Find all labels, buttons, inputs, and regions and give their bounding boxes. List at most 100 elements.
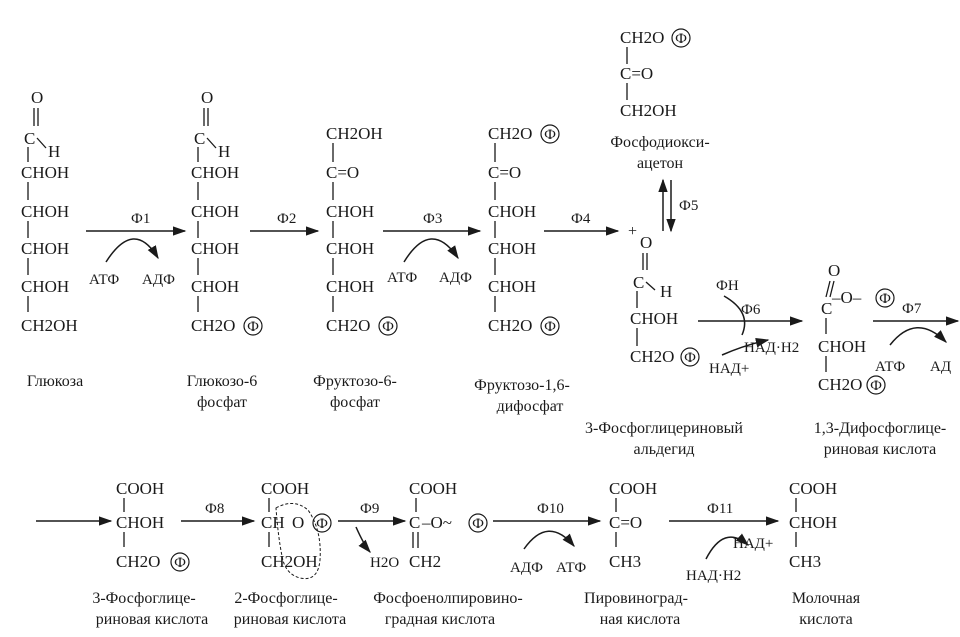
f16bp-caption-2: дифосфат [497, 398, 564, 415]
f16bp-row-2: CHOH [488, 202, 536, 221]
bpg-ester: –O– [831, 288, 862, 307]
g3p-c: C [633, 273, 644, 292]
lac-structure: COOH CHOH CH3 Молочная кислота [789, 479, 861, 628]
glucose-caption-1: Глюкоза [27, 373, 83, 390]
step-7: Ф7 АТФ АД [873, 301, 960, 375]
pep-caption-2: градная кислота [385, 611, 495, 628]
f16bp-phosphate-2: Ф [544, 319, 556, 335]
pep-caption-1: Фосфоенолпировино- [373, 590, 522, 607]
pg3-row-0: COOH [116, 479, 164, 498]
enzyme-f8: Ф8 [205, 501, 224, 517]
dhap-structure: CH2O Ф C=O CH2OH Фосфодиокси- ацетон [610, 28, 709, 172]
f6p-row-1: C=O [326, 163, 359, 182]
g6p-caption-2: фосфат [197, 394, 247, 411]
pg3-structure: COOH CHOH CH2O Ф 3-Фосфоглице- риновая к… [92, 479, 208, 628]
g6p-row-5: CH2O [191, 316, 235, 335]
dhap-row-0: CH2O [620, 28, 664, 47]
glucose-row-4: CHOH [21, 277, 69, 296]
glucose-h: H [48, 142, 60, 161]
step-9: Ф9 H2O [338, 501, 407, 571]
g3p-phosphate-circle [680, 347, 700, 367]
pg3-row-1: CHOH [116, 513, 164, 532]
f16bp-phosphate-2-circle [540, 316, 560, 336]
pep-row-2: CH2 [409, 552, 441, 571]
bpg-phosphate-1-circle [875, 288, 895, 308]
water-label: H2O [370, 555, 399, 571]
enzyme-f7: Ф7 [902, 301, 922, 317]
g6p-c: C [194, 129, 205, 148]
atp-10: АТФ [556, 560, 586, 576]
enzyme-f10: Ф10 [537, 501, 564, 517]
nad-f11: НАД+ [733, 536, 773, 552]
bpg-o: O [828, 261, 840, 280]
atp-1: АТФ [89, 272, 119, 288]
step-6: Ф6 ФН НАД·Н2 НАД+ [698, 278, 804, 377]
g3p-row-1: CHOH [630, 309, 678, 328]
atp-3: АТФ [387, 270, 417, 286]
f6p-row-4: CHOH [326, 277, 374, 296]
lac-caption-1: Молочная [792, 590, 861, 607]
pg2-phosphate: Ф [316, 516, 328, 532]
enzyme-f3: Ф3 [423, 211, 442, 227]
g6p-row-2: CHOH [191, 202, 239, 221]
f6p-caption-1: Фруктозо-6- [313, 373, 397, 390]
bpg-double-bond [825, 280, 831, 298]
bpg-structure: O C –O– Ф CHOH CH2O Ф 1,3-Дифосфоглице- … [814, 261, 947, 458]
step-10: Ф10 АДФ АТФ [493, 501, 602, 576]
f16bp-row-1: C=O [488, 163, 521, 182]
step-3: Ф3 АТФ АДФ [383, 211, 482, 286]
g6p-caption-1: Глюкозо-6 [187, 373, 258, 390]
f16bp-structure: CH2O Ф C=O CHOH CHOH CHOH CH2O Ф Фруктоз… [474, 124, 570, 415]
bpg-row-0: C [821, 299, 832, 318]
step-8: Ф8 [181, 501, 256, 526]
glucose-row-5: CH2OH [21, 316, 78, 335]
pg2-row-2: CH2OH [261, 552, 318, 571]
f6p-structure: CH2OH C=O CHOH CHOH CHOH CH2O Ф Фруктозо… [313, 124, 398, 411]
glucose-o: O [31, 88, 43, 107]
step-5: Ф5 [658, 178, 698, 233]
pep-c: C [409, 513, 420, 532]
f16bp-row-4: CHOH [488, 277, 536, 296]
glucose-row-3: CHOH [21, 239, 69, 258]
g3p-caption-1: 3-Фосфоглицериновый [585, 420, 743, 437]
g6p-phosphate: Ф [247, 319, 259, 335]
bpg-phosphate-1: Ф [879, 291, 891, 307]
f16bp-row-5: CH2O [488, 316, 532, 335]
pg3-caption-2: риновая кислота [96, 611, 208, 628]
nadh2-f11: НАД·Н2 [686, 568, 741, 584]
g3p-phosphate: Ф [684, 350, 696, 366]
pg2-o: O [292, 513, 304, 532]
bpg-caption-2: риновая кислота [824, 441, 936, 458]
step-1: Ф1 АТФ АДФ [86, 211, 187, 288]
dhap-caption-2: ацетон [637, 155, 684, 172]
pyr-row-2: CH3 [609, 552, 641, 571]
atp-7: АТФ [875, 359, 905, 375]
f16bp-phosphate-1: Ф [544, 127, 556, 143]
f6p-row-5: CH2O [326, 316, 370, 335]
nad-arc-f6 [721, 337, 770, 356]
f6p-caption-2: фосфат [330, 394, 380, 411]
pg2-ch: CH [261, 513, 285, 532]
adp-7-cut: АД [930, 359, 951, 375]
cofactor-arc-f10 [523, 530, 575, 550]
enzyme-f9: Ф9 [360, 501, 379, 517]
g3p-caption-2: альдегид [633, 441, 694, 458]
f16bp-caption-1: Фруктозо-1,6- [474, 377, 570, 394]
dhap-phosphate: Ф [675, 31, 687, 47]
step-2: Ф2 [250, 211, 320, 236]
glucose-row-1: CHOH [21, 163, 69, 182]
glucose-row-2: CHOH [21, 202, 69, 221]
enzyme-f6: Ф6 [741, 302, 761, 318]
glucose-ch-bond [36, 137, 47, 149]
bpg-phosphate-2: Ф [870, 378, 882, 394]
enzyme-f1: Ф1 [131, 211, 150, 227]
f16bp-row-0: CH2O [488, 124, 532, 143]
pyr-row-1: C=O [609, 513, 642, 532]
adp-10: АДФ [510, 560, 543, 576]
f16bp-row-3: CHOH [488, 239, 536, 258]
cofactor-arc-f3 [403, 238, 459, 263]
cofactor-arc-f1 [105, 238, 159, 263]
adp-3: АДФ [439, 270, 472, 286]
